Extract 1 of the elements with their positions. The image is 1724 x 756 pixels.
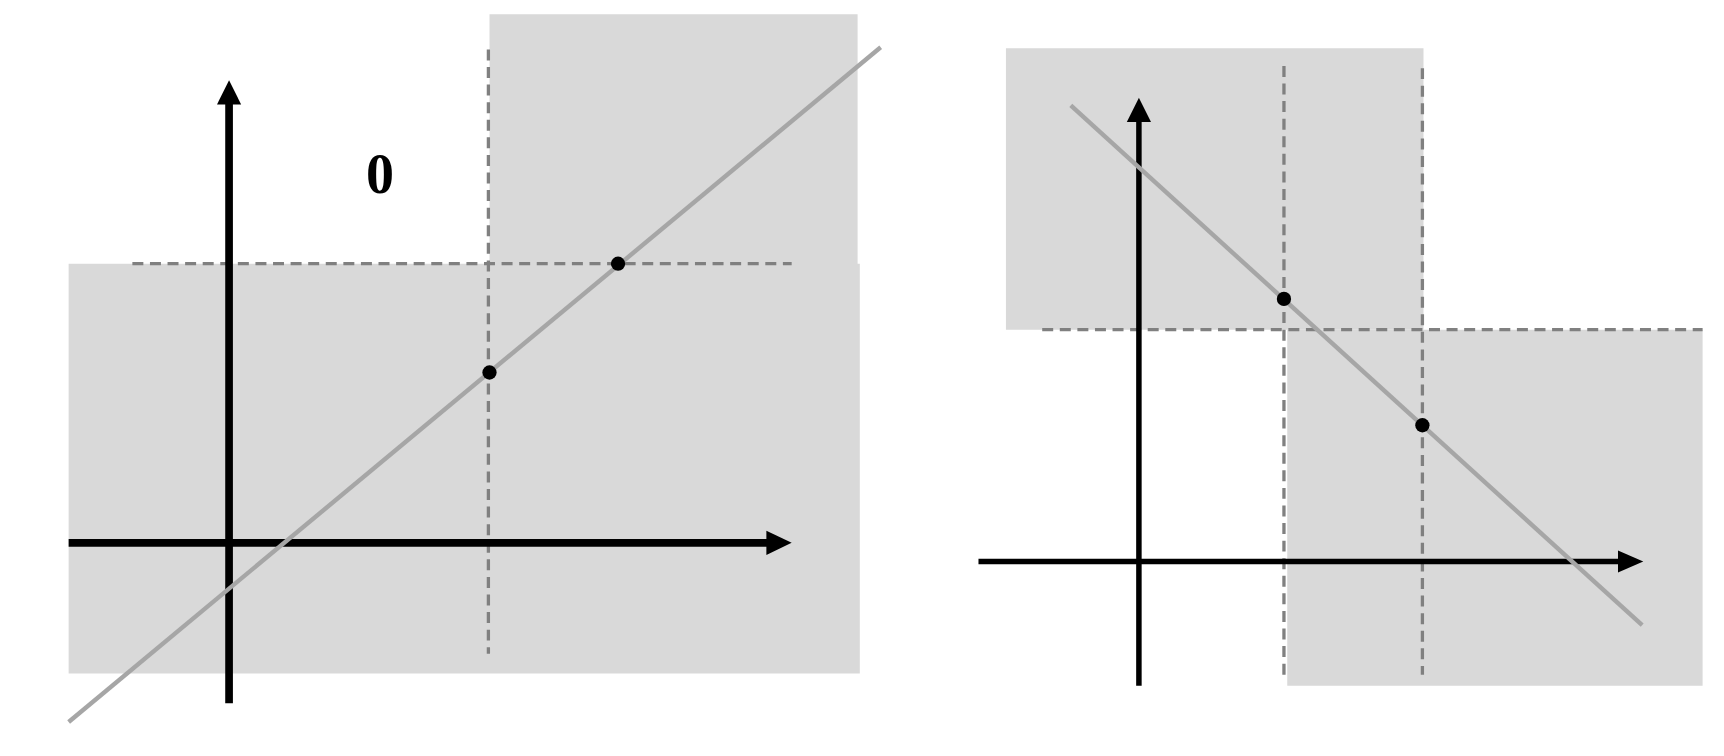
axis-label: 0 (366, 146, 394, 202)
